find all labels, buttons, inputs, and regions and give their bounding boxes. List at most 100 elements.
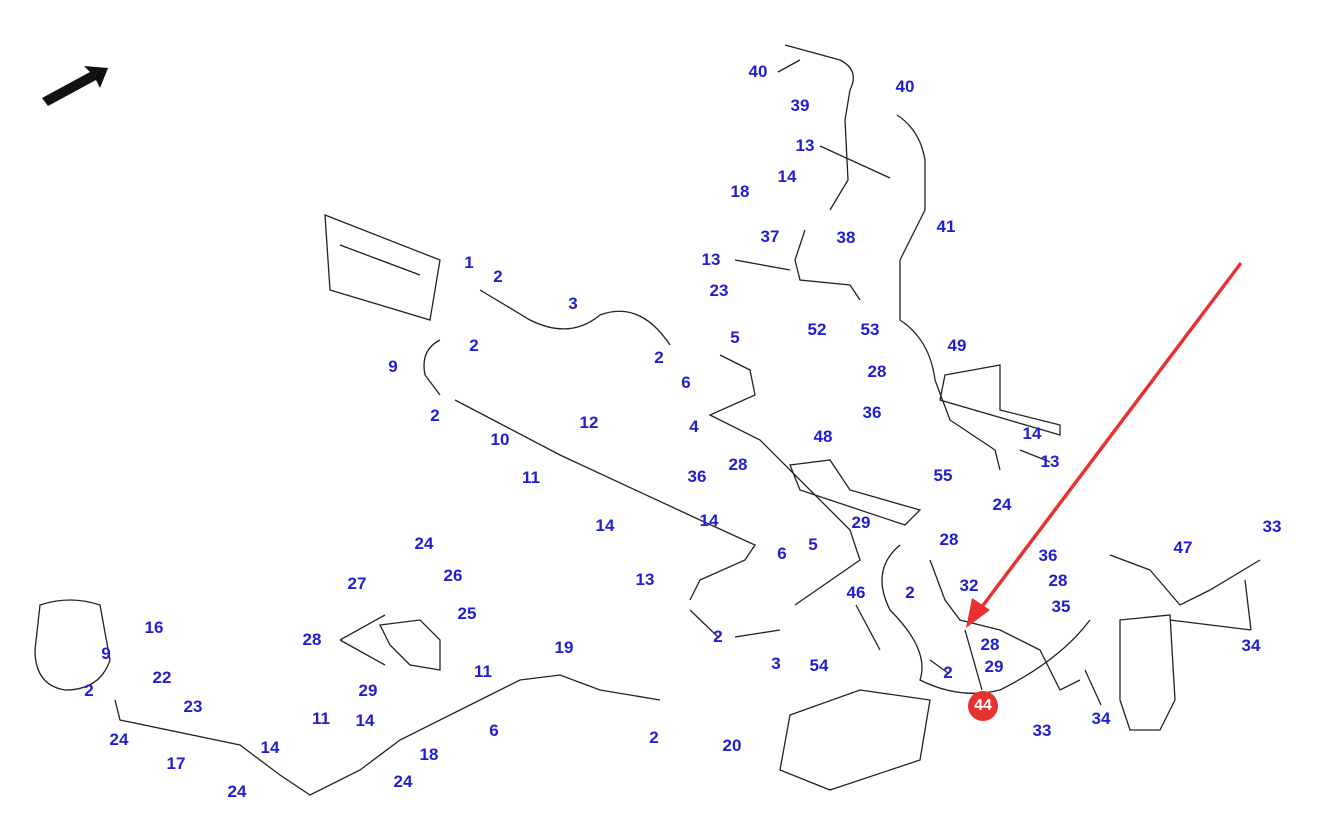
part-label-3: 3 (568, 294, 578, 313)
part-label-1: 1 (464, 253, 474, 272)
part-label-13: 13 (1040, 452, 1060, 471)
pipe-41 (896, 114, 1001, 471)
hose-46 (881, 544, 1091, 694)
part-label-26: 26 (443, 566, 463, 585)
part-label-2: 2 (654, 348, 664, 367)
part-label-9: 9 (388, 357, 398, 376)
part-label-28: 28 (728, 455, 748, 474)
part-label-55: 55 (933, 466, 953, 485)
part-label-54: 54 (809, 656, 829, 675)
bracket-25 (379, 619, 441, 671)
part-label-48: 48 (813, 427, 833, 446)
part-label-25: 25 (457, 604, 477, 623)
part-label-2: 2 (84, 681, 94, 700)
part-label-28: 28 (980, 635, 1000, 654)
part-label-40: 40 (895, 77, 915, 96)
part-label-11: 11 (522, 468, 540, 487)
part-label-41: 41 (936, 217, 956, 236)
part-label-4: 4 (689, 417, 699, 436)
part-label-37: 37 (760, 227, 780, 246)
part-label-13: 13 (795, 136, 815, 155)
hose-39 (784, 44, 854, 211)
pipe-17 (114, 674, 661, 796)
part-label-2: 2 (713, 627, 723, 646)
part-label-2: 2 (905, 583, 915, 602)
part-label-20: 20 (722, 736, 742, 755)
part-label-11: 11 (474, 662, 492, 681)
part-label-11: 11 (312, 709, 330, 728)
part-label-38: 38 (836, 228, 856, 247)
pipe-47 (1109, 554, 1261, 606)
part-label-39: 39 (790, 96, 810, 115)
part-label-29: 29 (851, 513, 871, 532)
part-label-14: 14 (595, 516, 615, 535)
frame-top (324, 214, 441, 321)
part-label-2: 2 (649, 728, 659, 747)
part-label-23: 23 (709, 281, 729, 300)
part-label-46: 46 (846, 583, 866, 602)
part-label-5: 5 (808, 535, 818, 554)
part-label-33: 33 (1032, 721, 1052, 740)
seat-outline (34, 599, 111, 691)
part-label-2: 2 (943, 663, 953, 682)
leader-lines (339, 59, 1252, 706)
part-label-28: 28 (867, 362, 887, 381)
part-label-33: 33 (1262, 517, 1282, 536)
bracket-49 (939, 364, 1061, 436)
part-label-17: 17 (166, 754, 186, 773)
highlight-callout-44: 44 (968, 691, 998, 721)
part-label-35: 35 (1051, 597, 1071, 616)
fuel-tank (779, 689, 931, 791)
part-label-13: 13 (701, 250, 721, 269)
hose-32 (929, 559, 1081, 691)
part-label-14: 14 (699, 511, 719, 530)
part-label-14: 14 (777, 167, 797, 186)
part-label-2: 2 (469, 336, 479, 355)
part-label-14: 14 (1022, 424, 1042, 443)
direction-arrow-icon (42, 66, 108, 106)
part-label-18: 18 (419, 745, 439, 764)
part-label-24: 24 (992, 495, 1012, 514)
part-label-12: 12 (579, 413, 599, 432)
part-label-28: 28 (1048, 571, 1068, 590)
part-label-34: 34 (1241, 636, 1261, 655)
part-label-32: 32 (959, 576, 979, 595)
part-label-36: 36 (1038, 546, 1058, 565)
hose-3 (479, 289, 671, 346)
part-label-36: 36 (862, 403, 882, 422)
part-label-19: 19 (554, 638, 574, 657)
pipe-4 (708, 354, 861, 606)
part-label-36: 36 (687, 467, 707, 486)
part-label-18: 18 (730, 182, 750, 201)
filter-34 (1119, 614, 1176, 731)
bracket-48 (789, 459, 922, 526)
part-label-34: 34 (1091, 709, 1111, 728)
part-label-2: 2 (430, 406, 440, 425)
part-label-28: 28 (302, 630, 322, 649)
part-label-10: 10 (490, 430, 510, 449)
pipe-37 (794, 229, 861, 301)
part-label-29: 29 (358, 681, 378, 700)
part-label-23: 23 (183, 697, 203, 716)
part-label-14: 14 (260, 738, 280, 757)
part-label-24: 24 (393, 772, 413, 791)
part-label-29: 29 (984, 657, 1004, 676)
part-label-6: 6 (777, 544, 787, 563)
part-label-52: 52 (807, 320, 827, 339)
pipe-10 (454, 399, 756, 601)
part-label-14: 14 (355, 711, 375, 730)
part-label-28: 28 (939, 530, 959, 549)
part-label-24: 24 (227, 782, 247, 801)
part-label-24: 24 (109, 730, 129, 749)
part-label-49: 49 (947, 336, 967, 355)
part-label-9: 9 (101, 644, 111, 663)
part-label-24: 24 (414, 534, 434, 553)
part-label-22: 22 (152, 668, 172, 687)
part-label-6: 6 (681, 373, 691, 392)
part-label-3: 3 (771, 654, 781, 673)
hose-9 (423, 339, 441, 396)
part-label-47: 47 (1173, 538, 1193, 557)
part-label-5: 5 (730, 328, 740, 347)
